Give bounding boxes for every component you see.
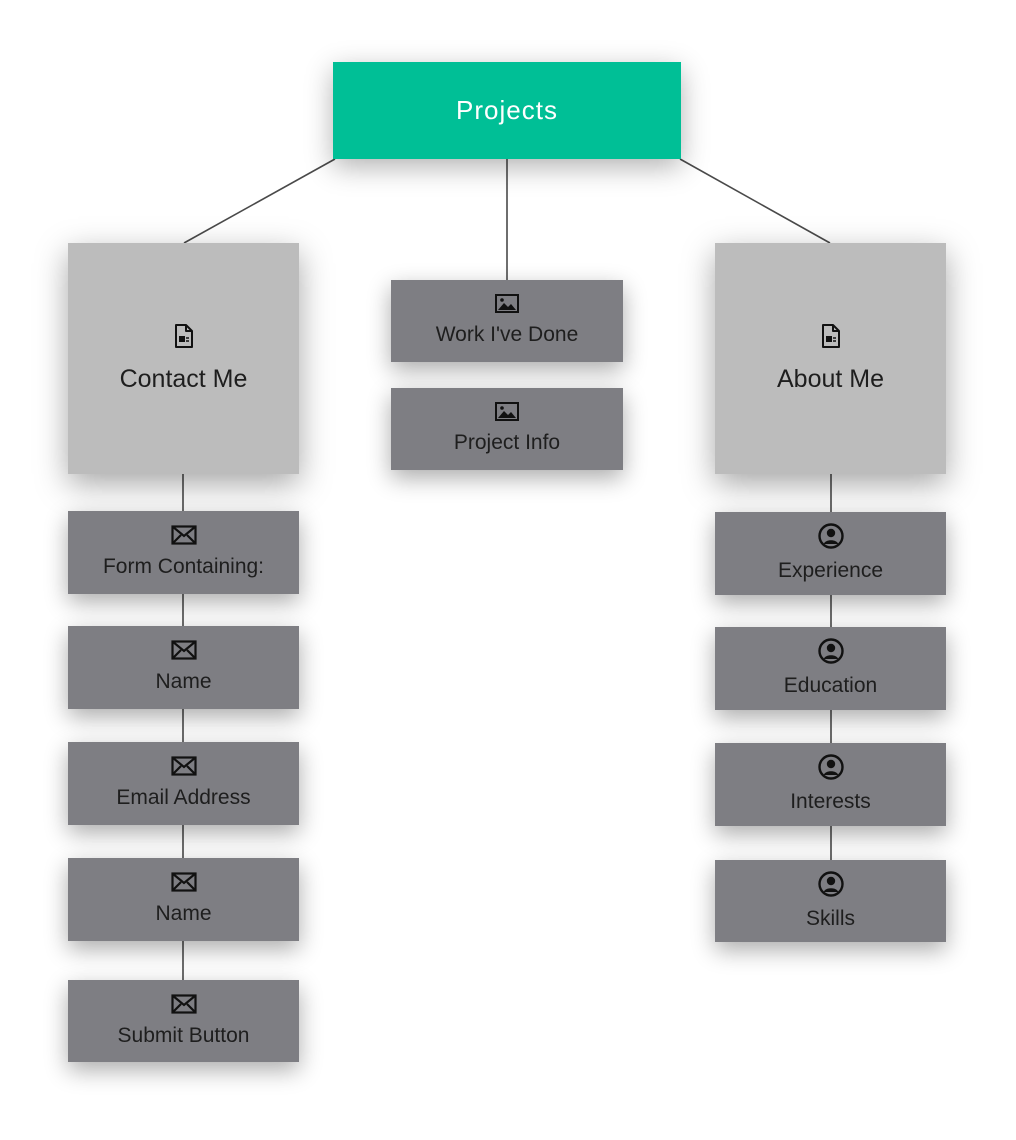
person-icon [817, 871, 844, 903]
submit-button-node[interactable]: Submit Button [68, 980, 299, 1062]
form-containing-label: Form Containing: [102, 555, 265, 579]
name-node-2[interactable]: Name [68, 858, 299, 941]
image-icon [495, 402, 519, 427]
envelope-icon [170, 525, 197, 551]
email-address-label: Email Address [116, 786, 251, 810]
projects-root-label: Projects [456, 94, 558, 125]
connector-root-contact [183, 158, 336, 244]
envelope-icon [170, 640, 197, 666]
name-label-2: Name [155, 902, 212, 926]
form-containing-node[interactable]: Form Containing: [68, 511, 299, 594]
envelope-icon [170, 872, 197, 898]
person-icon [817, 523, 844, 555]
interests-node[interactable]: Interests [715, 743, 946, 826]
connector-root-about [679, 158, 831, 244]
interests-label: Interests [790, 790, 871, 814]
image-icon [495, 294, 519, 319]
work-done-label: Work I've Done [435, 323, 579, 347]
experience-label: Experience [777, 559, 884, 583]
about-me-label: About Me [776, 364, 884, 393]
education-label: Education [783, 674, 878, 698]
envelope-icon [170, 994, 197, 1020]
name-node[interactable]: Name [68, 626, 299, 709]
person-icon [817, 638, 844, 670]
document-icon [174, 323, 194, 355]
person-icon [817, 754, 844, 786]
contact-me-node[interactable]: Contact Me [68, 243, 299, 474]
contact-me-label: Contact Me [119, 364, 248, 393]
skills-label: Skills [805, 906, 855, 930]
email-address-node[interactable]: Email Address [68, 742, 299, 825]
document-icon [821, 323, 841, 355]
name-label: Name [155, 670, 212, 694]
submit-button-label: Submit Button [117, 1023, 250, 1047]
education-node[interactable]: Education [715, 627, 946, 710]
envelope-icon [170, 756, 197, 782]
project-info-node[interactable]: Project Info [391, 388, 623, 470]
work-done-node[interactable]: Work I've Done [391, 280, 623, 362]
about-me-node[interactable]: About Me [715, 243, 946, 474]
skills-node[interactable]: Skills [715, 860, 946, 942]
experience-node[interactable]: Experience [715, 512, 946, 595]
projects-root-node[interactable]: Projects [333, 62, 681, 159]
project-info-label: Project Info [453, 431, 561, 455]
